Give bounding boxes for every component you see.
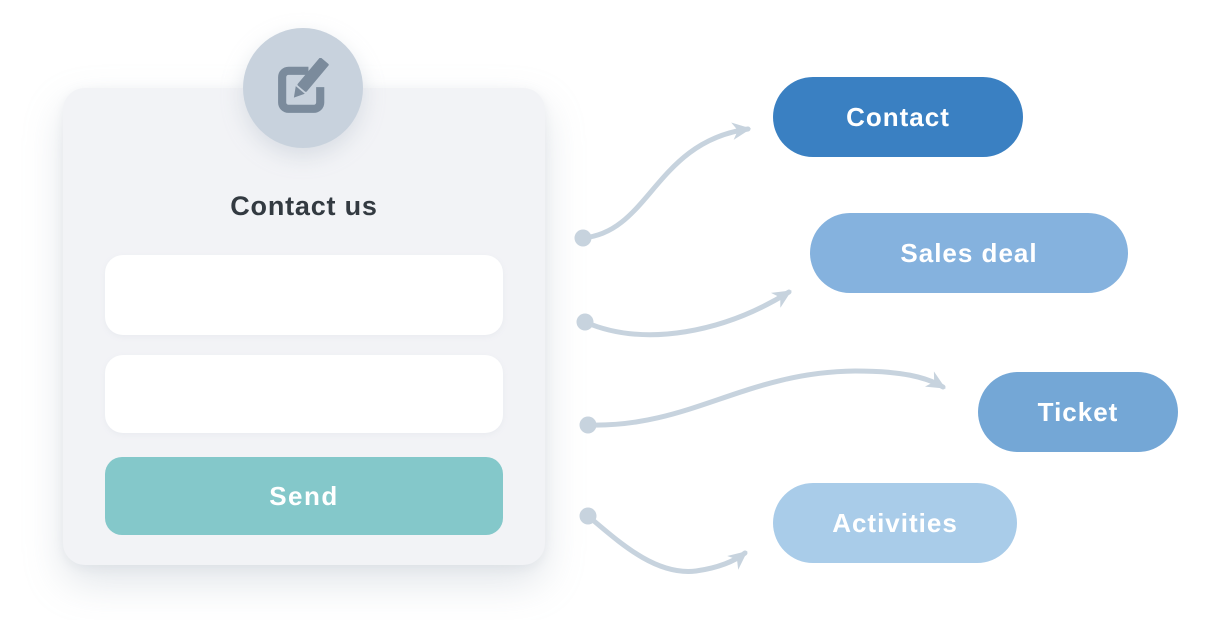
pill-ticket[interactable]: Ticket	[978, 372, 1178, 452]
pill-activities[interactable]: Activities	[773, 483, 1017, 563]
connector-arrow-ticket	[585, 368, 946, 428]
connector-arrow-sales-deal	[582, 289, 792, 338]
compose-icon-badge	[243, 28, 363, 148]
connector-arrow-activities	[585, 513, 748, 574]
compose-edit-icon	[278, 58, 329, 113]
contact-form-card: Contact us Send	[63, 88, 545, 565]
connector-dot	[579, 507, 597, 525]
connector-arrow-contact	[580, 122, 752, 241]
connector-dot	[574, 229, 592, 247]
form-field-1[interactable]	[105, 255, 503, 335]
pill-sales-deal[interactable]: Sales deal	[810, 213, 1128, 293]
form-title: Contact us	[230, 191, 378, 221]
send-button[interactable]: Send	[105, 457, 503, 535]
pill-contact[interactable]: Contact	[773, 77, 1023, 157]
connector-dot	[579, 416, 597, 434]
form-field-2[interactable]	[105, 355, 503, 433]
connector-dot	[576, 313, 594, 331]
